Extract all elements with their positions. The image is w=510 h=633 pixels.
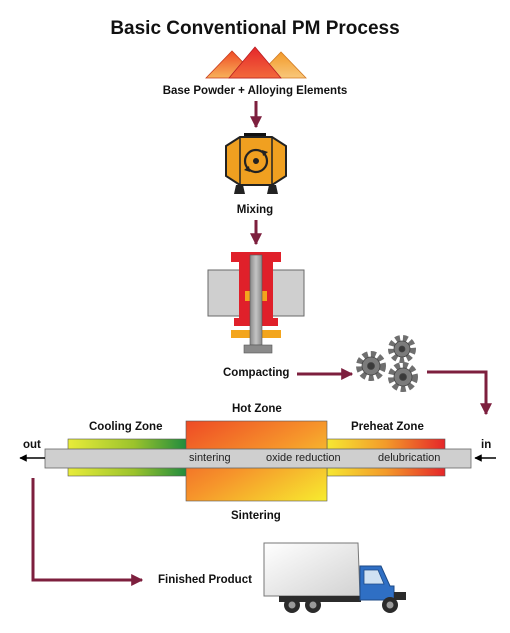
powder-heaps-icon xyxy=(205,46,307,79)
stage-oxide-reduction-label: oxide reduction xyxy=(266,452,341,464)
furnace xyxy=(19,420,496,502)
arrow-out-to-finished xyxy=(31,478,144,586)
step-compacting-label: Compacting xyxy=(223,367,290,379)
cooling-zone-label: Cooling Zone xyxy=(89,421,163,433)
stage-delubrication-label: delubrication xyxy=(378,452,441,464)
arrow-gears-to-furnace xyxy=(427,370,492,416)
hot-zone-label: Hot Zone xyxy=(232,403,282,415)
preheat-zone-label: Preheat Zone xyxy=(351,421,424,433)
mixer-icon xyxy=(225,133,287,194)
step-powder-label: Base Powder + Alloying Elements xyxy=(162,85,348,97)
compaction-press-icon xyxy=(207,252,305,354)
furnace-in-label: in xyxy=(481,439,492,451)
step-mixing-label: Mixing xyxy=(236,204,274,216)
furnace-out-label: out xyxy=(23,439,41,451)
truck-icon xyxy=(263,542,406,613)
gears-icon xyxy=(356,335,418,392)
diagram-title: Basic Conventional PM Process xyxy=(110,18,400,39)
stage-sintering-label: sintering xyxy=(189,452,231,464)
step-sintering-label: Sintering xyxy=(231,510,281,522)
step-finished-label: Finished Product xyxy=(158,574,252,586)
